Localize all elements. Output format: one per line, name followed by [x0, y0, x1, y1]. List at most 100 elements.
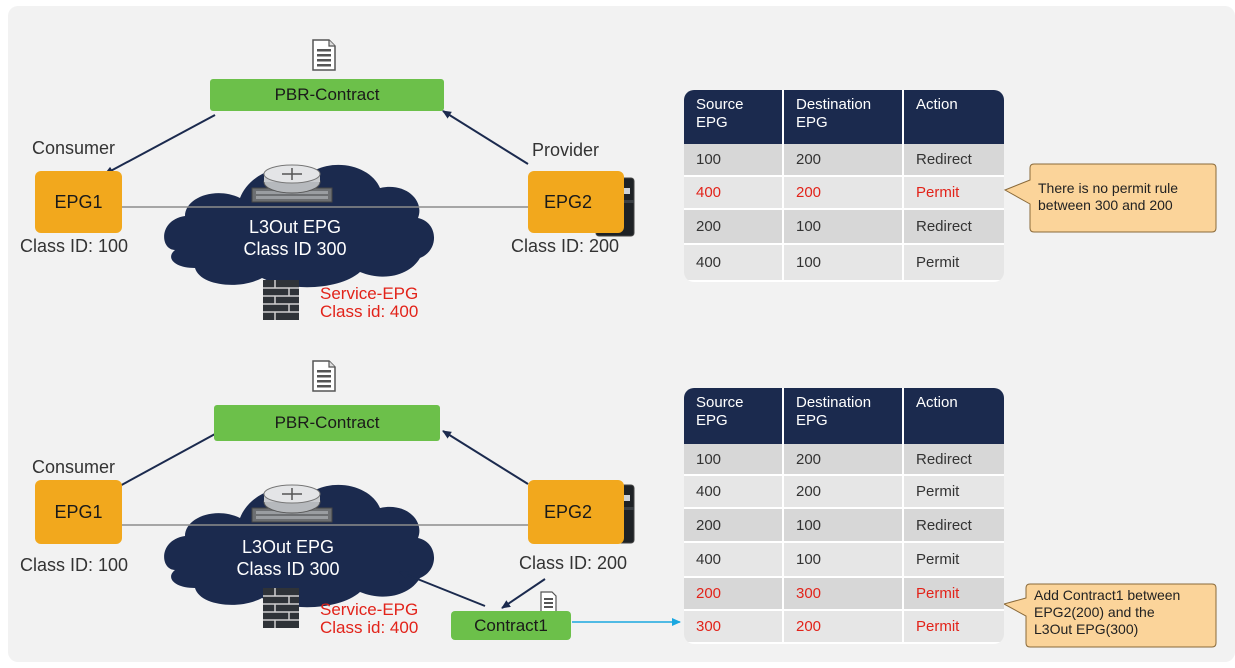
bottom-header-source-line1: Source	[696, 394, 744, 411]
bottom-l3out-name: L3Out EPG	[241, 537, 335, 557]
top-header-source-line1: Source	[696, 96, 744, 113]
bottom-consumer-label: Consumer	[32, 457, 116, 477]
bottom-callout-line1: Add Contract1 between	[1034, 587, 1181, 603]
table-cell: Permit	[904, 245, 1004, 282]
bottom-arrow-to-contract	[442, 430, 529, 485]
top-callout-text: There is no permit rule between 300 and …	[1038, 180, 1178, 214]
table-cell: 300	[784, 578, 904, 611]
bottom-epg2-class-id: Class ID: 200	[519, 553, 628, 573]
top-callout-bubble	[1003, 163, 1217, 233]
top-consumer-label: Consumer	[32, 138, 116, 158]
top-cloud	[164, 164, 435, 288]
top-header-destination-line2: EPG	[796, 114, 828, 131]
table-row: 400 200 Permit	[684, 476, 1004, 509]
bottom-header-destination-line2: EPG	[796, 412, 828, 429]
table-cell: Permit	[904, 476, 1004, 509]
table-cell: Redirect	[904, 509, 1004, 543]
bottom-header-source-line2: EPG	[696, 412, 728, 429]
table-cell: Redirect	[904, 144, 1004, 177]
table-cell: 200	[684, 509, 784, 543]
table-cell: Redirect	[904, 210, 1004, 245]
bottom-epg2-label: EPG2	[544, 501, 593, 522]
top-header-source-line2: EPG	[696, 114, 728, 131]
bottom-header-action: Action	[904, 388, 1004, 444]
contract1-label: Contract1	[474, 616, 548, 635]
top-callout-line2: between 300 and 200	[1038, 197, 1173, 213]
top-service-epg-label: Service-EPG Class id: 400	[320, 285, 418, 321]
table-cell: 200	[684, 578, 784, 611]
top-l3out-class-id: Class ID 300	[243, 239, 347, 259]
table-cell: 300	[684, 611, 784, 644]
bottom-callout-line2: EPG2(200) and the	[1034, 604, 1155, 620]
top-header-destination: Destination EPG	[784, 90, 904, 144]
table-cell: Permit	[904, 543, 1004, 578]
table-cell: 100	[784, 509, 904, 543]
table-cell: 200	[784, 177, 904, 210]
top-header-destination-line1: Destination	[796, 96, 872, 113]
bottom-epg2-box: EPG2	[528, 480, 624, 544]
bottom-arrow-to-consumer	[104, 433, 216, 495]
bottom-header-destination: Destination EPG	[784, 388, 904, 444]
bottom-pbr-contract-label: PBR-Contract	[274, 413, 380, 432]
table-cell: 400	[684, 245, 784, 282]
table-cell: Permit	[904, 611, 1004, 644]
top-epg2-box: EPG2	[528, 171, 624, 233]
table-cell: 200	[784, 444, 904, 476]
bottom-header-destination-line1: Destination	[796, 394, 872, 411]
table-row: 200 100 Redirect	[684, 210, 1004, 245]
top-l3out-label: L3Out EPG Class ID 300	[215, 216, 375, 260]
table-cell: Redirect	[904, 444, 1004, 476]
table-cell: 400	[684, 543, 784, 578]
bottom-callout-line3: L3Out EPG(300)	[1034, 621, 1139, 637]
top-epg2-class-id: Class ID: 200	[511, 236, 620, 256]
bottom-service-epg-class-id: Class id: 400	[320, 618, 419, 637]
table-cell: 200	[784, 144, 904, 177]
top-service-epg-class-id: Class id: 400	[320, 302, 419, 321]
bottom-pbr-contract-box: PBR-Contract	[214, 405, 440, 441]
bottom-arrow-to-contract1	[501, 578, 546, 609]
table-cell: 100	[684, 444, 784, 476]
table-cell: 200	[784, 476, 904, 509]
table-cell: 200	[684, 210, 784, 245]
table-row: 400 100 Permit	[684, 245, 1004, 282]
top-provider-label: Provider	[532, 140, 600, 160]
top-header-action: Action	[904, 90, 1004, 144]
top-header-source: Source EPG	[684, 90, 784, 144]
top-epg1-label: EPG1	[54, 191, 103, 212]
top-callout-line1: There is no permit rule	[1038, 180, 1179, 196]
contract1-box: Contract1	[451, 611, 571, 640]
top-l3out-name: L3Out EPG	[248, 217, 342, 237]
top-document-icon	[312, 39, 336, 71]
bottom-cloud	[164, 484, 435, 608]
top-epg2-label: EPG2	[544, 191, 593, 212]
bottom-table-header-row: Source EPG Destination EPG Action	[684, 388, 1004, 444]
bottom-callout-bubble	[1002, 583, 1217, 648]
table-row: 100 200 Redirect	[684, 144, 1004, 177]
bottom-document-icon	[312, 360, 336, 392]
table-cell: 100	[784, 210, 904, 245]
contract1-document-icon	[540, 591, 557, 613]
top-table-header-row: Source EPG Destination EPG Action	[684, 90, 1004, 144]
table-cell: Permit	[904, 578, 1004, 611]
bottom-l3out-class-id: Class ID 300	[236, 559, 340, 579]
bottom-service-epg-name: Service-EPG	[320, 600, 419, 619]
table-cell: 200	[784, 611, 904, 644]
table-row: 200 300 Permit	[684, 578, 1004, 611]
bottom-epg1-label: EPG1	[54, 501, 103, 522]
top-pbr-contract-box: PBR-Contract	[210, 79, 444, 111]
bottom-service-epg-label: Service-EPG Class id: 400	[320, 601, 418, 637]
table-row: 100 200 Redirect	[684, 444, 1004, 476]
bottom-callout-text: Add Contract1 between EPG2(200) and the …	[1034, 587, 1180, 638]
bottom-rules-table: Source EPG Destination EPG Action 100 20…	[684, 388, 1004, 644]
table-row: 400 200 Permit	[684, 177, 1004, 210]
table-row: 300 200 Permit	[684, 611, 1004, 644]
top-arrow-to-contract	[442, 110, 529, 165]
bottom-arrow-to-l3out	[399, 571, 486, 607]
top-header-action-label: Action	[916, 96, 958, 113]
bottom-header-source: Source EPG	[684, 388, 784, 444]
table-cell: 100	[784, 543, 904, 578]
table-cell: 400	[684, 476, 784, 509]
table-cell: 100	[684, 144, 784, 177]
